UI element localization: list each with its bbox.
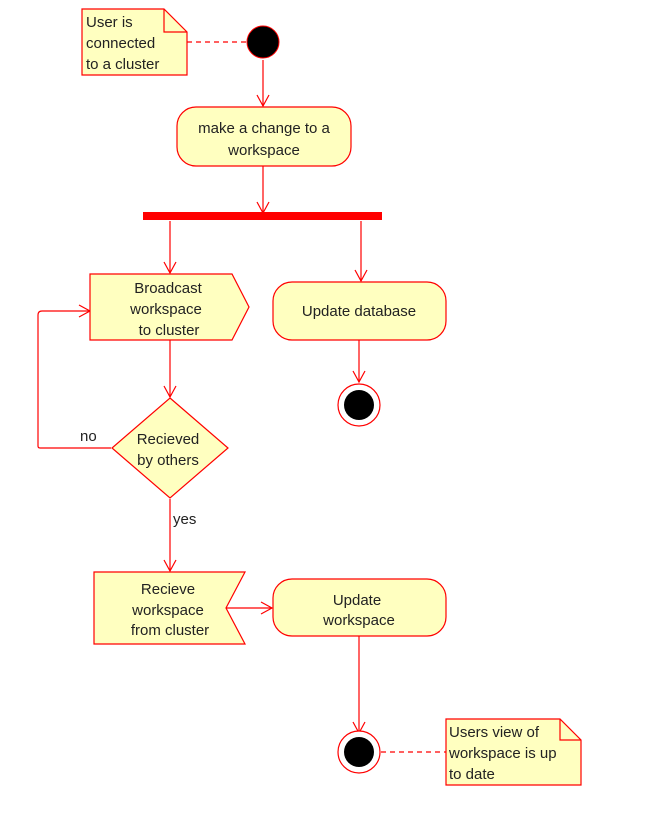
action-make-change: make a change to a workspace <box>176 106 352 167</box>
note-up-to-date-line-1: Users view of <box>449 724 540 741</box>
decision-line-2: by others <box>137 452 199 469</box>
note-connected-line-1: User is <box>86 14 133 31</box>
initial-node <box>246 25 280 59</box>
action-receive: Recieve workspace from cluster <box>93 571 246 645</box>
fork-bar <box>143 212 382 220</box>
action-broadcast: Broadcast workspace to cluster <box>89 273 250 341</box>
note-connected-line-3: to a cluster <box>86 56 159 73</box>
action-update-database: Update database <box>272 281 447 341</box>
final-node-database <box>337 383 381 427</box>
action-update-workspace: Update workspace <box>272 578 447 637</box>
decision-received: Recieved by others <box>111 397 229 499</box>
action-update-database-label: Update database <box>302 303 416 320</box>
action-broadcast-line-1: Broadcast <box>134 280 202 297</box>
action-broadcast-line-3: to cluster <box>139 322 200 339</box>
action-receive-line-2: workspace <box>131 602 204 619</box>
note-up-to-date-line-2: workspace is up <box>448 745 557 762</box>
note-connected-line-2: connected <box>86 35 155 52</box>
note-up-to-date-line-3: to date <box>449 766 495 783</box>
action-receive-line-3: from cluster <box>131 622 209 639</box>
action-receive-line-1: Recieve <box>141 581 195 598</box>
note-connected: User is connected to a cluster <box>81 8 188 76</box>
decision-line-1: Recieved <box>137 431 200 448</box>
action-update-workspace-line-2: workspace <box>322 612 395 629</box>
action-broadcast-line-2: workspace <box>129 301 202 318</box>
action-make-change-line-2: workspace <box>227 142 300 159</box>
action-make-change-line-1: make a change to a <box>198 120 330 137</box>
edge-label-no: no <box>80 428 97 445</box>
edge-label-yes: yes <box>173 511 196 528</box>
edge-decision-no-loop <box>37 304 111 449</box>
note-up-to-date: Users view of workspace is up to date <box>445 718 582 786</box>
edges <box>37 41 446 753</box>
final-node-workspace <box>337 730 381 774</box>
action-update-workspace-line-1: Update <box>333 592 381 609</box>
